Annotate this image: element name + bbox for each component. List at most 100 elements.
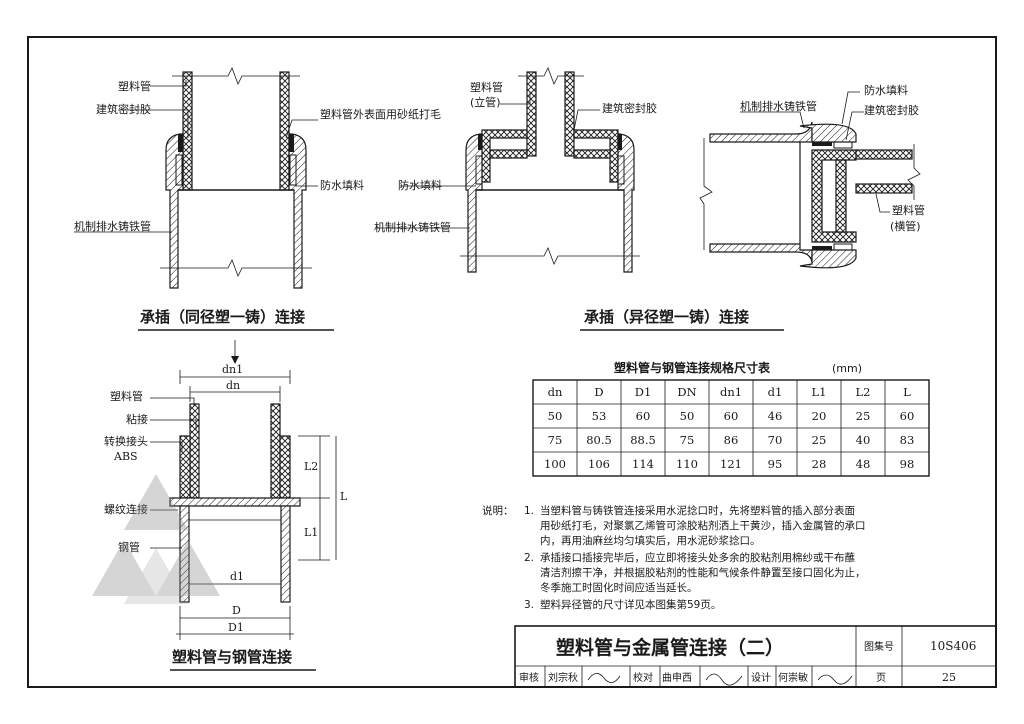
dim-l: L: [340, 490, 348, 503]
table-cell: 86: [724, 433, 739, 447]
atlas-label: 图集号: [864, 640, 894, 653]
caption-same-diameter: 承插（同径塑一铸）连接: [140, 308, 305, 326]
dim-l1: L1: [304, 526, 318, 539]
label-glue: 粘接: [126, 412, 148, 426]
table-cell: 83: [900, 433, 915, 447]
dim-big-d: D: [232, 604, 241, 617]
table-cell: 110: [676, 457, 698, 471]
label-plastic-horizontal-2: (横管): [890, 219, 921, 233]
page-label: 页: [876, 672, 886, 684]
table-cell: 50: [548, 409, 563, 423]
title-block: 塑料管与金属管连接（二） 图集号 10S406 审核 刘宗秋 校对 曲申西 设计…: [514, 625, 997, 688]
review-signature: [587, 673, 621, 683]
table-cell: 100: [544, 457, 566, 471]
table-cell: 60: [724, 409, 739, 423]
label-steel-plastic-pipe: 塑料管: [110, 389, 143, 403]
label-plastic-vertical-2: (立管): [470, 95, 501, 109]
table-header-cell: L2: [856, 385, 871, 399]
design-name: 何崇敏: [778, 671, 808, 684]
check-name: 曲申西: [662, 671, 692, 684]
notes-prefix: 说明：: [482, 504, 514, 517]
notes: 说明： 1. 当塑料管与铸铁管连接采用水泥捻口时，先将塑料管的插入部分表面用砂纸打…: [482, 504, 866, 611]
table-cell: 48: [856, 457, 871, 471]
label-sealant: 建筑密封胶: [96, 102, 151, 116]
diagram-same-diameter: 塑料管 建筑密封胶 塑料管外表面用砂纸打毛 防水填料 机制排水铸铁管 承插（同径…: [74, 67, 441, 331]
diagram-steel: dn1 dn L2 L1 L d1 D D1: [104, 340, 348, 671]
table-header-cell: d1: [768, 385, 783, 399]
table-cell: 75: [548, 433, 563, 447]
table-header-cell: D: [594, 385, 603, 399]
label-thread: 螺纹连接: [104, 502, 148, 516]
diagram-diff-diameter-vertical: 塑料管 (立管) 建筑密封胶 防水填料 机制排水铸铁管: [374, 67, 657, 273]
label-waterproof-filler: 防水填料: [320, 178, 364, 192]
table-cell: 25: [856, 409, 871, 423]
design-signature: [817, 674, 853, 685]
label-sealant-vertical: 建筑密封胶: [602, 101, 657, 115]
caption-steel: 塑料管与钢管连接: [172, 648, 292, 666]
table-cell: 121: [720, 457, 742, 471]
table-cell: 60: [636, 409, 651, 423]
review-name: 刘宗秋: [548, 671, 578, 684]
label-cast-iron-horizontal: 机制排水铸铁管: [740, 99, 817, 113]
table-cell: 25: [812, 433, 827, 447]
label-adapter: 转换接头: [104, 434, 148, 448]
table-cell: 50: [680, 409, 695, 423]
note-line: 冬季施工时固化时间应适当延长。: [540, 581, 698, 594]
table-cell: 75: [680, 433, 695, 447]
table-cell: 95: [768, 457, 783, 471]
label-plastic-vertical-1: 塑料管: [470, 80, 503, 94]
watermark-logo: [92, 474, 220, 604]
sheet-border: [27, 36, 997, 688]
note-number: 2.: [524, 552, 534, 564]
label-cast-iron: 机制排水铸铁管: [74, 219, 151, 233]
table-cell: 88.5: [630, 433, 656, 447]
dim-dn1: dn1: [222, 363, 243, 376]
table-header-cell: DN: [677, 385, 696, 399]
label-sealant-horizontal: 建筑密封胶: [864, 103, 919, 117]
atlas-no: 10S406: [930, 639, 976, 653]
note-line: 用砂纸打毛，对聚氯乙烯管可涂胶粘剂洒上干黄沙，插入金属管的承口: [540, 519, 866, 532]
table-header-cell: dn1: [720, 385, 742, 399]
design-label: 设计: [751, 671, 771, 684]
label-steel: 钢管: [118, 540, 140, 554]
label-sand-rough: 塑料管外表面用砂纸打毛: [320, 107, 441, 121]
review-label: 审核: [519, 671, 539, 684]
label-plastic-pipe: 塑料管: [118, 79, 151, 93]
label-plastic-horizontal-1: 塑料管: [892, 203, 925, 217]
note-line: 内，再用油麻丝均匀填实后，用水泥砂浆捻口。: [540, 534, 761, 547]
diagram-diff-diameter-horizontal: 防水填料 建筑密封胶 机制排水铸铁管 塑料管 (横管) 承插（异径塑一铸）连接: [580, 83, 925, 331]
check-signature: [705, 673, 743, 686]
drawing-title: 塑料管与金属管连接（二）: [556, 636, 784, 659]
note-line: 塑料异径管的尺寸详见本图集第59页。: [540, 598, 721, 611]
table-header-cell: L: [903, 385, 911, 399]
label-abs: ABS: [113, 450, 138, 463]
dim-big-d1: D1: [228, 621, 244, 634]
table-cell: 114: [632, 457, 654, 471]
table-unit: (mm): [832, 362, 862, 375]
table-cell: 40: [856, 433, 871, 447]
dim-l2: L2: [304, 460, 318, 473]
dim-dn: dn: [226, 379, 240, 392]
table-cell: 98: [900, 457, 915, 471]
note-number: 1.: [524, 505, 534, 517]
table-cell: 20: [812, 409, 827, 423]
note-number: 3.: [524, 599, 534, 611]
table-cell: 80.5: [586, 433, 612, 447]
page-no: 25: [942, 671, 956, 684]
table-cell: 28: [812, 457, 827, 471]
caption-diff-diameter: 承插（异径塑一铸）连接: [584, 308, 749, 326]
table-header-cell: D1: [635, 385, 652, 399]
notes-body: 1. 当塑料管与铸铁管连接采用水泥捻口时，先将塑料管的插入部分表面用砂纸打毛，对聚…: [524, 504, 866, 611]
table-header-cell: L1: [812, 385, 827, 399]
table-cell: 70: [768, 433, 783, 447]
table-cell: 46: [768, 409, 783, 423]
dim-d1: d1: [230, 570, 244, 583]
label-waterproof-filler-vertical: 防水填料: [398, 178, 442, 192]
note-line: 当塑料管与铸铁管连接采用水泥捻口时，先将塑料管的插入部分表面: [540, 504, 855, 517]
label-cast-iron-vertical: 机制排水铸铁管: [374, 220, 451, 234]
table-cell: 53: [592, 409, 607, 423]
label-waterproof-filler-horizontal: 防水填料: [864, 83, 908, 97]
